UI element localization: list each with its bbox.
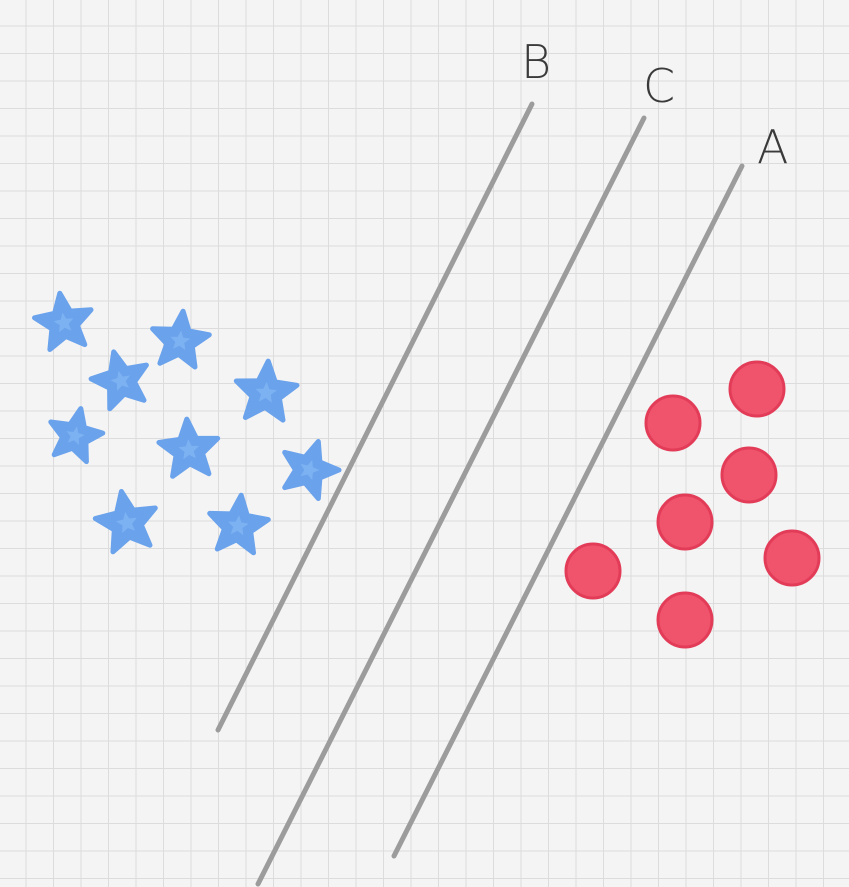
line-label-c: C <box>643 59 675 113</box>
star-highlight <box>170 330 191 351</box>
star-highlight <box>53 312 74 333</box>
separating-line-b <box>215 101 535 733</box>
separating-line-a <box>391 163 745 859</box>
separating-line-c <box>255 115 647 887</box>
circle-icon <box>656 493 714 551</box>
star-highlight <box>66 426 85 445</box>
line-label-a: A <box>757 120 788 174</box>
line-label-b: B <box>521 35 551 89</box>
circle-icon <box>720 446 778 504</box>
circle-icon <box>763 529 821 587</box>
circle-icon <box>728 360 786 418</box>
star-highlight <box>115 512 137 534</box>
star-highlight <box>178 439 200 460</box>
circle-icon <box>656 591 714 649</box>
star-highlight <box>300 460 320 480</box>
circle-cluster <box>564 360 821 649</box>
star-highlight <box>255 381 277 403</box>
star-highlight <box>228 515 249 536</box>
circle-icon <box>644 394 702 452</box>
circle-icon <box>564 542 622 600</box>
star-cluster <box>32 290 342 556</box>
star-highlight <box>110 370 130 391</box>
